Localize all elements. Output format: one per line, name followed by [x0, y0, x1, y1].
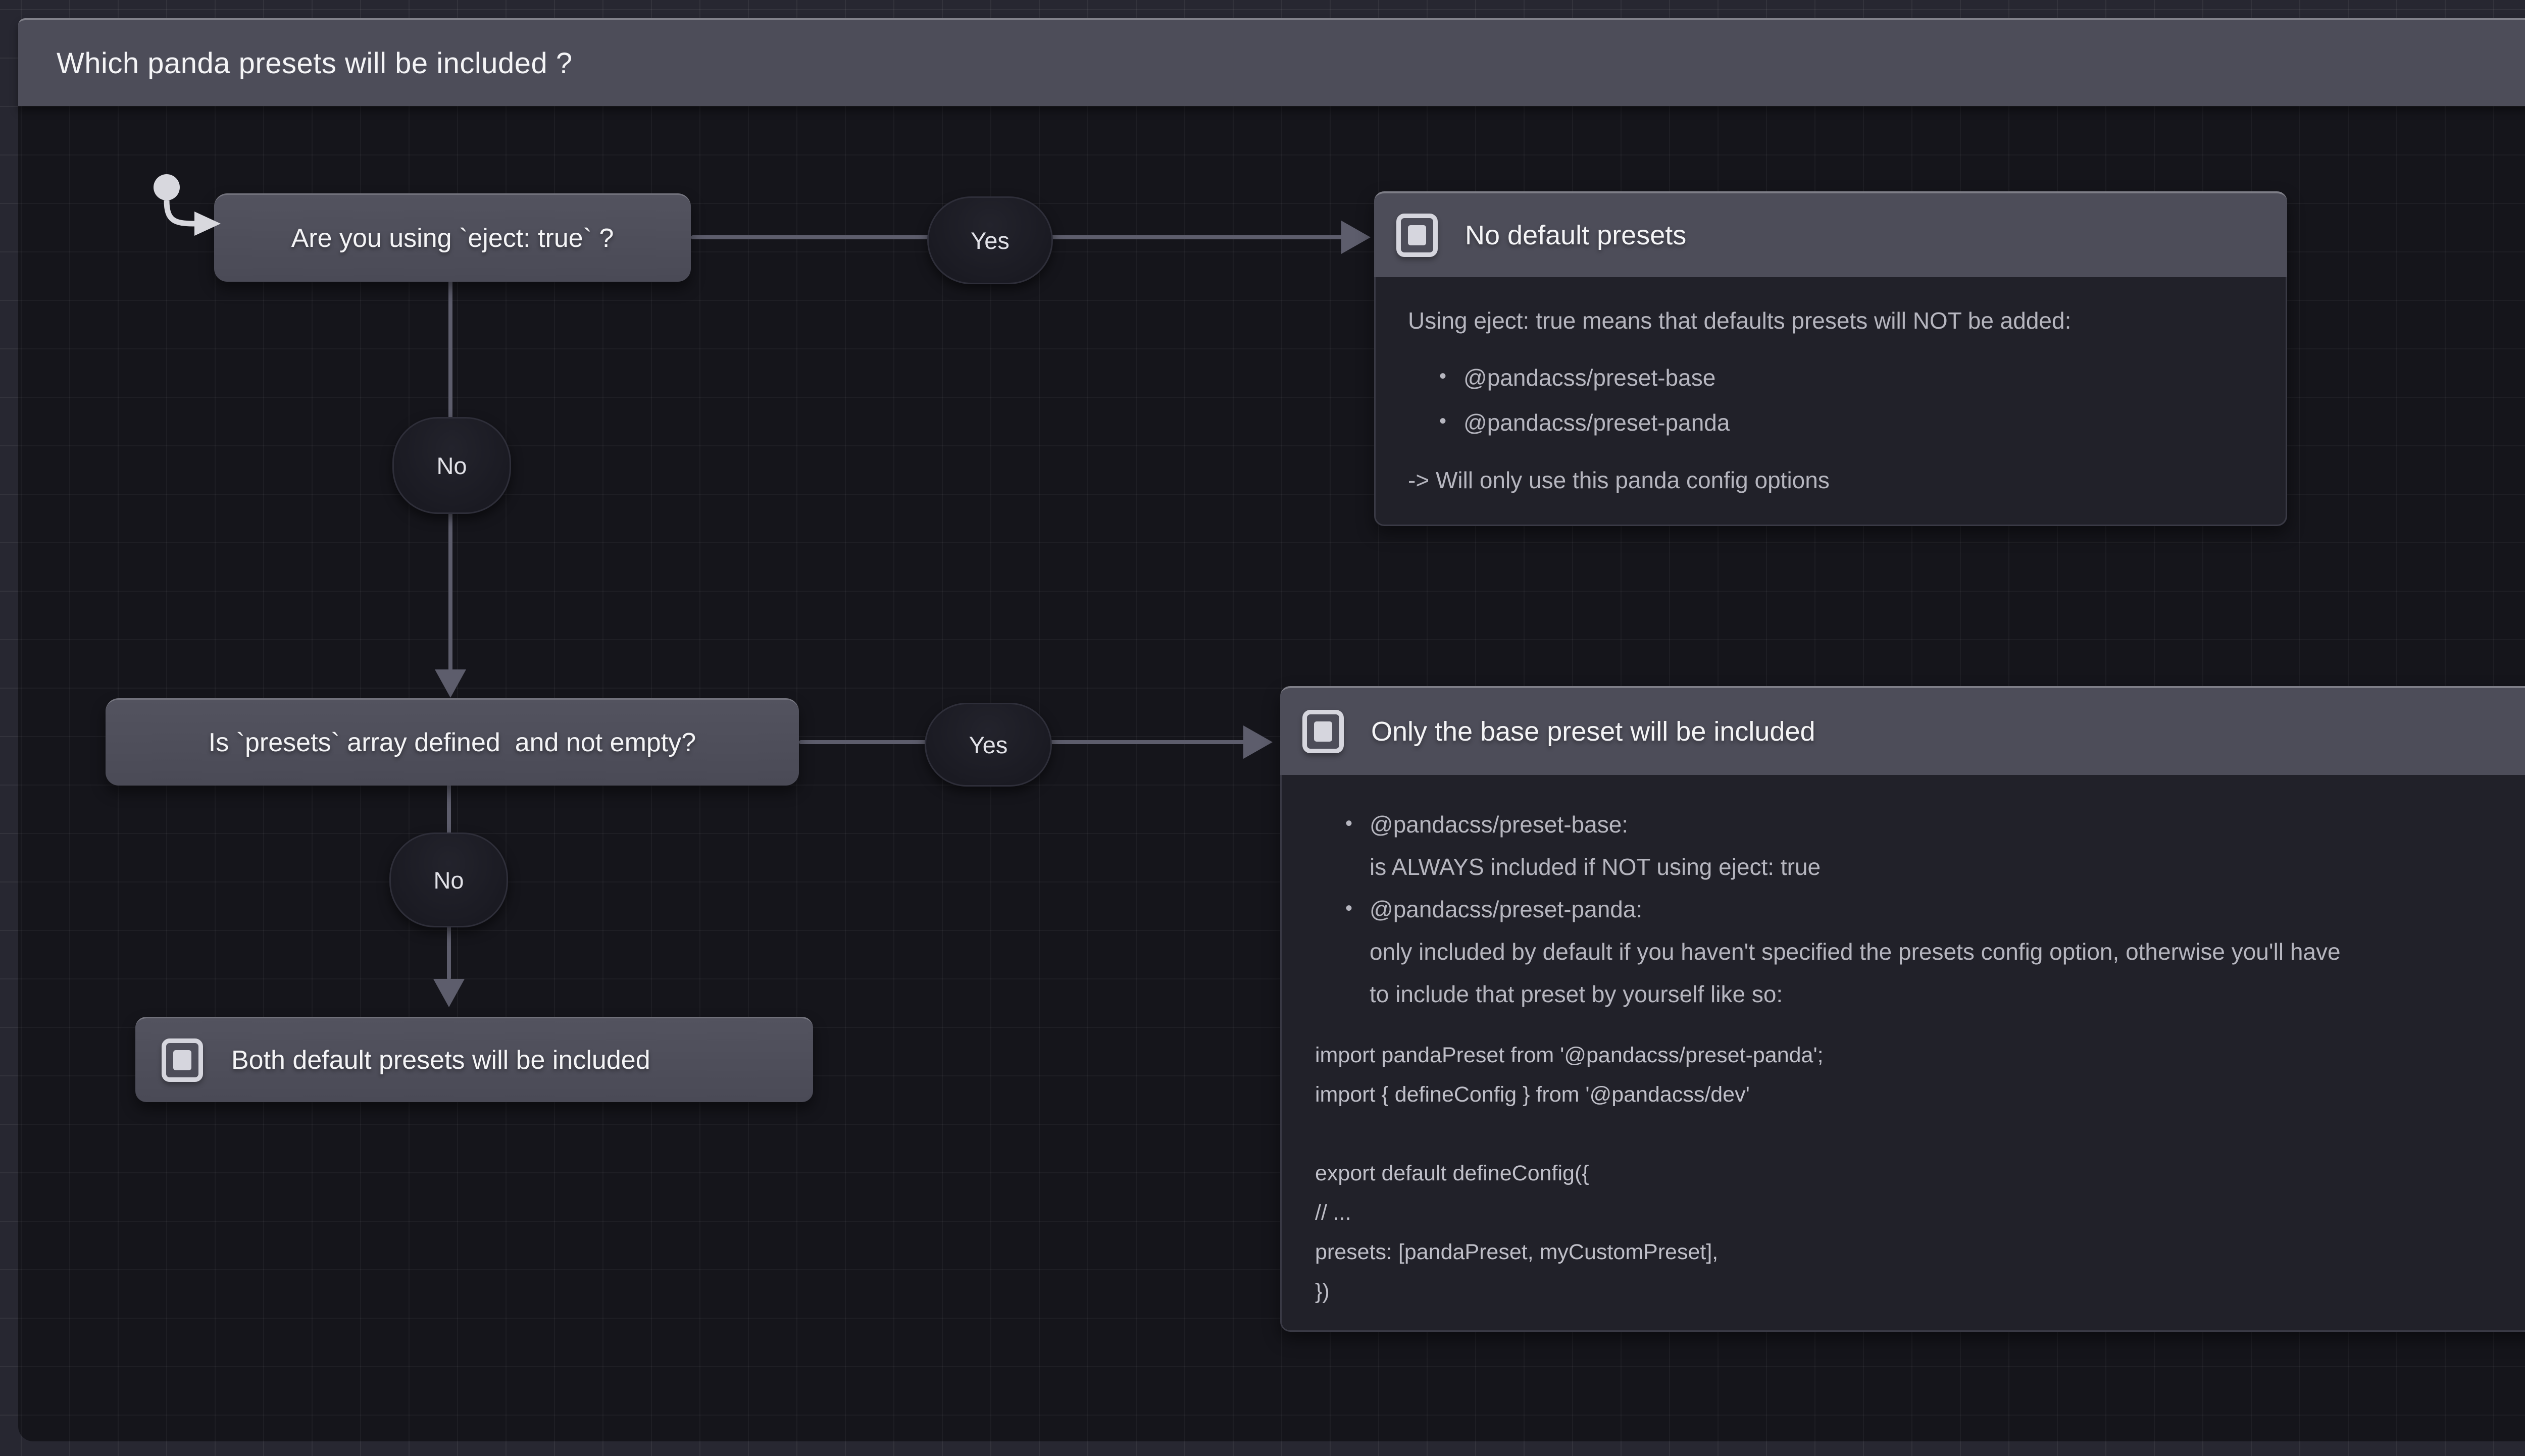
preset-base-desc: is ALWAYS included if NOT using eject: t… — [1370, 854, 1821, 880]
box-no-default-presets-title: No default presets — [1465, 220, 1687, 250]
node-question-eject[interactable]: Are you using `eject: true` ? — [214, 193, 691, 282]
preset-panda-desc-2: to include that preset by yourself like … — [1370, 981, 1783, 1007]
bullet-dot: • — [1345, 897, 1353, 919]
preset-base-name: @pandacss/preset-base: — [1370, 811, 1629, 838]
arrowhead-into-q2 — [435, 669, 466, 698]
edge-label-yes-2-text: Yes — [969, 731, 1008, 758]
frame-icon — [1396, 214, 1438, 257]
edge-label-yes-2[interactable]: Yes — [925, 703, 1052, 787]
node-result-both-presets-label: Both default presets will be included — [231, 1046, 650, 1075]
edge-label-no-1[interactable]: No — [392, 417, 511, 514]
code-snippet: import pandaPreset from '@pandacss/prese… — [1315, 1035, 2525, 1311]
code-line: }) — [1315, 1279, 1330, 1304]
node-question-presets-array-label: Is `presets` array defined and not empty… — [208, 728, 696, 757]
code-line: presets: [pandaPreset, myCustomPreset], — [1315, 1240, 1719, 1264]
arrowhead-into-no-defaults — [1341, 221, 1371, 254]
box-only-base-preset-title: Only the base preset will be included — [1371, 716, 1815, 747]
frame-title-bar[interactable]: Which panda presets will be included ? — [18, 18, 2525, 106]
node-question-eject-label: Are you using `eject: true` ? — [291, 224, 614, 253]
list-item: • @pandacss/preset-panda: only included … — [1345, 888, 2525, 1015]
frame-title: Which panda presets will be included ? — [57, 46, 573, 80]
edge-label-yes-1[interactable]: Yes — [927, 196, 1053, 284]
no-defaults-outro: -> Will only use this panda config optio… — [1408, 467, 1830, 493]
box-only-base-preset[interactable]: Only the base preset will be included • … — [1280, 686, 2525, 1332]
no-defaults-intro: Using eject: true means that defaults pr… — [1408, 307, 2072, 334]
preset-panda-desc-1: only included by default if you haven't … — [1370, 939, 2341, 965]
node-result-both-presets[interactable]: Both default presets will be included — [135, 1017, 813, 1102]
list-item: • @pandacss/preset-panda — [1439, 401, 2253, 446]
edge-label-no-2-text: No — [433, 866, 464, 894]
code-line: import { defineConfig } from '@pandacss/… — [1315, 1082, 1750, 1107]
list-item: • @pandacss/preset-base — [1439, 356, 2253, 401]
list-item: • @pandacss/preset-base: is ALWAYS inclu… — [1345, 803, 2525, 888]
edge-label-yes-1-text: Yes — [971, 227, 1009, 254]
node-question-presets-array[interactable]: Is `presets` array defined and not empty… — [106, 698, 799, 786]
box-no-default-presets[interactable]: No default presets Using eject: true mea… — [1374, 191, 2287, 526]
arrowhead-into-result-both — [433, 979, 465, 1007]
edge-label-no-2[interactable]: No — [389, 833, 508, 927]
edge-label-no-1-text: No — [436, 452, 467, 479]
bullet-dot: • — [1439, 365, 1447, 387]
preset-panda-name: @pandacss/preset-panda: — [1370, 896, 1643, 922]
code-line: export default defineConfig({ — [1315, 1161, 1589, 1185]
code-line: // ... — [1315, 1201, 1351, 1225]
bullet-dot: • — [1439, 410, 1447, 432]
bullet-dot: • — [1345, 812, 1353, 835]
code-line: import pandaPreset from '@pandacss/prese… — [1315, 1043, 1824, 1067]
frame-icon — [162, 1038, 203, 1082]
click-pointer-icon — [154, 174, 221, 236]
code-line — [1315, 1114, 2525, 1154]
arrowhead-into-base-only — [1243, 725, 1273, 759]
frame-icon — [1302, 710, 1344, 753]
